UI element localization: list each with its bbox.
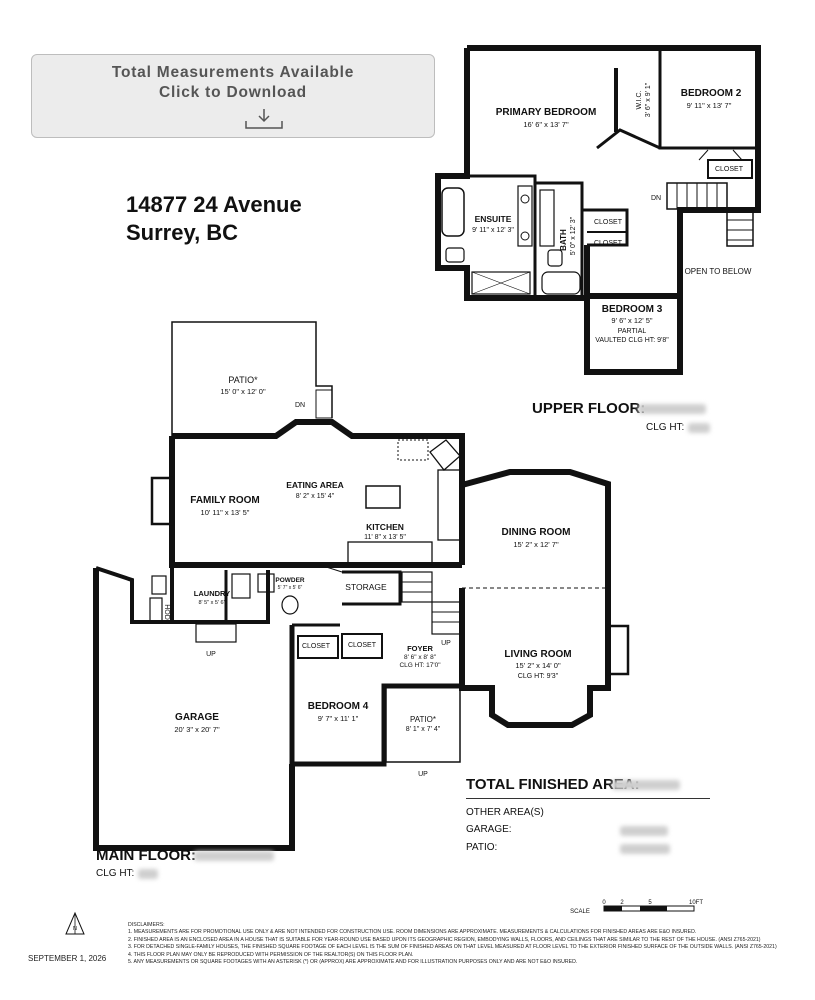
laundry-label: LAUNDRY <box>194 589 230 598</box>
powder-label: POWDER <box>275 577 305 584</box>
ensuite-dims: 9' 11" x 12' 3" <box>472 227 514 234</box>
laundry-stairs-up-label: UP <box>206 651 216 658</box>
upper-floor-clg: CLG HT: <box>646 422 685 433</box>
closet-hall-label: CLOSET <box>594 219 623 226</box>
eating-area-label: EATING AREA <box>286 480 344 490</box>
totals-divider <box>466 798 710 799</box>
disclaimers: DISCLAIMERS: 1. MEASUREMENTS ARE FOR PRO… <box>128 922 798 966</box>
patio-front-label: PATIO* <box>410 715 436 724</box>
living-room-label: LIVING ROOM <box>504 649 571 660</box>
disclaimer-5: 5. ANY MEASUREMENTS OR SQUARE FOOTAGES W… <box>128 959 578 966</box>
bath-label: BATH <box>559 229 568 251</box>
total-area-redacted <box>612 780 680 790</box>
family-room-dims: 10' 11" x 13' 5" <box>201 508 250 517</box>
plan-date: SEPTEMBER 1, 2026 <box>28 954 107 963</box>
laundry-dims: 8' 5" x 5' 6" <box>198 600 225 606</box>
upper-floor-area-redacted <box>638 404 706 414</box>
dining-room-label: DINING ROOM <box>502 527 571 538</box>
main-floor-area-redacted <box>194 851 274 861</box>
total-finished-area-title: TOTAL FINISHED AREA: <box>466 776 640 793</box>
patio-front-dims: 8' 1" x 7' 4" <box>406 726 441 733</box>
eating-area-dims: 8' 2" x 15' 4" <box>296 493 335 500</box>
living-room-clg: CLG HT: 9'3" <box>518 673 559 680</box>
garage-label: GARAGE <box>175 712 219 723</box>
bedroom3-partial: PARTIAL <box>618 328 647 335</box>
upper-stairs-dn-label: DN <box>651 195 661 202</box>
garage-total-redacted <box>620 826 668 836</box>
primary-bedroom-dims: 16' 6" x 13' 7" <box>523 120 569 129</box>
scale-tick-5: 5 <box>648 900 652 906</box>
bedroom3-dims: 9' 6" x 12' 5" <box>611 316 652 325</box>
scale-tick-10: 10FT <box>689 900 703 906</box>
patio-front-up-label: UP <box>418 771 428 778</box>
main-floor-clg-redacted <box>138 869 158 879</box>
scale-tick-2: 2 <box>620 900 624 906</box>
dining-room-dims: 15' 2" x 12' 7" <box>513 540 559 549</box>
closet-bedroom4-label: CLOSET <box>302 643 331 650</box>
closet-foyer-label: CLOSET <box>348 642 377 649</box>
disclaimer-4: 4. THIS FLOOR PLAN MAY ONLY BE REPRODUCE… <box>128 951 414 958</box>
wic-dims: 3' 6" x 9' 1" <box>645 82 652 117</box>
bedroom4-label: BEDROOM 4 <box>308 701 369 712</box>
bedroom2-label: BEDROOM 2 <box>681 88 742 99</box>
garage-total-label: GARAGE: <box>466 824 512 835</box>
upper-floor-title: UPPER FLOOR: <box>532 400 646 417</box>
wic-label: W.I.C. <box>636 90 643 109</box>
patio-total-redacted <box>620 844 670 854</box>
main-stairs-up-label: UP <box>441 640 451 647</box>
patio-stairs-dn-label: DN <box>295 402 305 409</box>
north-label: N <box>73 926 77 932</box>
download-button-line2: Click to Download <box>159 84 307 101</box>
powder-dims: 5' 7" x 5' 6" <box>278 585 303 591</box>
storage-label: STORAGE <box>345 582 387 592</box>
bath-dims: 5' 0" x 12' 3" <box>570 216 577 255</box>
primary-bedroom-label: PRIMARY BEDROOM <box>496 107 597 118</box>
address-street: 14877 24 Avenue <box>126 192 302 217</box>
download-measurements-button[interactable]: Total Measurements Available Click to Do… <box>31 54 435 138</box>
upper-floor-walls <box>435 45 761 375</box>
foyer-clg: CLG HT: 17'0" <box>399 662 441 669</box>
foyer-dims: 8' 6" x 8' 8" <box>404 654 437 661</box>
disclaimer-1: 1. MEASUREMENTS ARE FOR PROMOTIONAL USE … <box>128 929 697 936</box>
download-icon <box>245 109 283 129</box>
open-to-below-label: OPEN TO BELOW <box>685 267 752 276</box>
ensuite-label: ENSUITE <box>475 214 512 224</box>
main-floor-walls <box>93 321 630 851</box>
closet-bedroom2-label: CLOSET <box>715 166 744 173</box>
hod-label: HOD <box>163 604 170 620</box>
scale-tick-0: 0 <box>602 900 606 906</box>
living-room-dims: 15' 2" x 14' 0" <box>515 661 561 670</box>
disclaimer-2: 2. FINISHED AREA IS AN ENCLOSED AREA IN … <box>128 936 761 943</box>
scale-label: SCALE <box>570 909 590 915</box>
garage-dims: 20' 3" x 20' 7" <box>174 725 220 734</box>
disclaimers-title: DISCLAIMERS: <box>128 922 165 928</box>
disclaimer-3: 3. FOR DETACHED SINGLE-FAMILY HOUSES, TH… <box>128 944 777 951</box>
address-city: Surrey, BC <box>126 220 239 245</box>
bedroom3-vaulted: VAULTED CLG HT: 9'8" <box>595 337 669 344</box>
bedroom4-dims: 9' 7" x 11' 1" <box>318 714 359 723</box>
patio-total-label: PATIO: <box>466 842 498 853</box>
closet-bedroom3-label: CLOSET <box>594 240 623 247</box>
family-room-label: FAMILY ROOM <box>190 495 259 506</box>
patio-upper-dims: 15' 0" x 12' 0" <box>220 387 266 396</box>
foyer-label: FOYER <box>407 644 433 653</box>
bedroom2-dims: 9' 11" x 13' 7" <box>687 101 732 110</box>
kitchen-dims: 11' 8" x 13' 5" <box>364 534 406 541</box>
bedroom3-label: BEDROOM 3 <box>602 304 663 315</box>
main-floor-clg: CLG HT: <box>96 868 135 879</box>
scale-bar <box>603 905 695 912</box>
download-button-line1: Total Measurements Available <box>111 64 355 81</box>
other-areas-label: OTHER AREA(S) <box>466 807 544 818</box>
upper-floor-clg-redacted <box>688 423 710 433</box>
main-floor-title: MAIN FLOOR: <box>96 847 196 864</box>
patio-upper-label: PATIO* <box>228 375 258 385</box>
kitchen-label: KITCHEN <box>366 522 404 532</box>
north-arrow-icon <box>65 911 85 935</box>
